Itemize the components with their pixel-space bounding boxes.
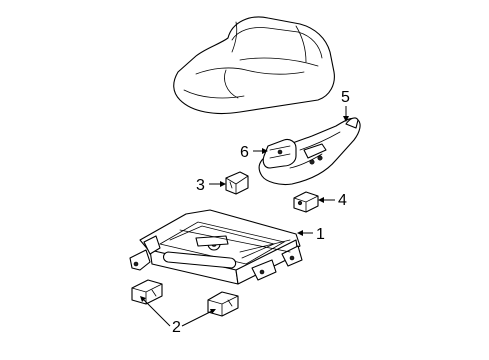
part-6-adjuster-switch	[262, 138, 297, 169]
part-1-seat-adjuster-frame	[129, 209, 303, 285]
callout-4: 4	[318, 192, 347, 209]
callout-6: 6	[240, 144, 268, 161]
callout-5-label: 5	[341, 89, 350, 106]
callout-3: 3	[196, 177, 226, 194]
callout-5: 5	[341, 89, 350, 122]
callout-1-label: 1	[316, 226, 325, 243]
callout-1: 1	[297, 226, 325, 243]
callout-2: 2	[140, 296, 216, 336]
callout-6-label: 6	[240, 144, 249, 161]
part-2-bracket-left	[131, 279, 163, 305]
part-2-bracket-right	[207, 291, 239, 317]
part-4-bracket	[293, 191, 319, 213]
callout-3-label: 3	[196, 177, 205, 194]
part-5-side-shield	[258, 117, 361, 186]
callout-2-label: 2	[172, 319, 181, 336]
callout-4-label: 4	[338, 192, 347, 209]
part-3-bracket	[225, 171, 249, 195]
seat-cushion	[173, 16, 335, 115]
